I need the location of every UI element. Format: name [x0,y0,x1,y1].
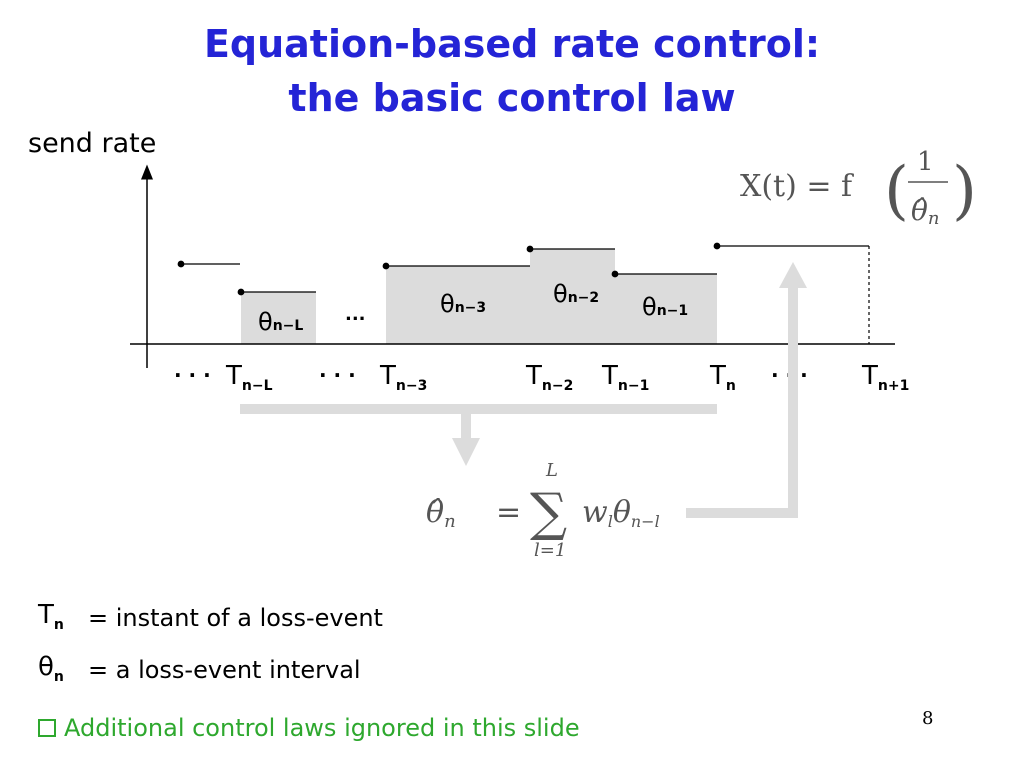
average-formula: θ̂n = ∑ L l=1 wlθn−l [426,460,660,561]
interval-area-n-2 [530,249,615,344]
svg-text:∑: ∑ [530,483,567,543]
interval-area-n-3 [386,266,530,344]
legend-symbol-theta: θn [38,652,64,686]
timeline-ellipsis-2: · · · [319,363,356,387]
interval-area-n-L [241,292,316,344]
time-label-n: Tn [709,361,736,394]
slide-title-line-1: Equation-based rate control: [203,22,821,66]
rate-steps [177,242,870,344]
page-number: 8 [922,708,934,729]
svg-text:L: L [545,460,558,481]
interval-label-n-3: θn−3 [440,290,486,318]
note-text: Additional control laws ignored in this … [64,714,580,742]
svg-text:θ̂n: θ̂n [426,495,456,532]
legend-description-instant: = instant of a loss-event [88,604,383,632]
svg-text:l=1: l=1 [534,540,566,561]
time-label-n-L: Tn−L [225,361,273,394]
checkbox-bullet-icon [38,719,56,737]
feedback-flow-arrow [686,262,807,518]
interval-area-n-1 [615,274,717,344]
interval-ellipsis: ... [345,304,366,325]
legend-symbol-t: Tn [38,600,64,634]
svg-text:1: 1 [917,147,934,177]
slide-title-line-2: the basic control law [288,76,736,120]
note-additional-control-laws: Additional control laws ignored in this … [38,714,580,742]
interval-label-n-L: θn−L [258,308,303,336]
interval-label-n-2: θn−2 [553,280,599,308]
svg-text:X(t) = f: X(t) = f [740,169,854,204]
svg-text:θ̂n: θ̂n [911,194,939,229]
svg-text:(: ( [884,154,909,228]
svg-text:wlθn−l: wlθn−l [582,495,660,531]
svg-text:=: = [496,495,521,530]
y-axis-label: send rate [28,128,157,159]
time-label-n-3: Tn−3 [379,361,427,394]
timeline-ellipsis-1: · · · [174,363,211,387]
interval-label-n-1: θn−1 [642,293,688,321]
averaging-flow-arrow [240,404,717,466]
svg-text:): ) [952,154,977,228]
time-label-n-1: Tn−1 [601,361,649,394]
rate-formula: X(t) = f ( 1 θ̂n ) [740,147,977,229]
time-label-n-plus-1: Tn+1 [861,361,909,394]
legend-description-interval: = a loss-event interval [88,656,361,684]
time-label-n-2: Tn−2 [525,361,573,394]
